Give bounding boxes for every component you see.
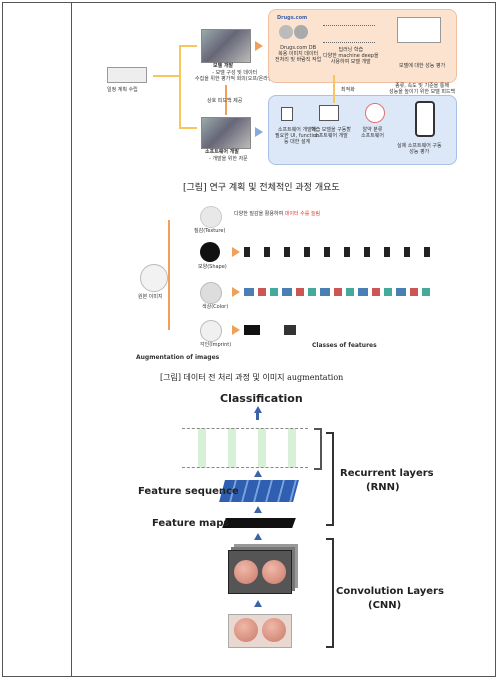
shape-label: 모양(Shape) — [198, 264, 227, 270]
pill-image-icon — [294, 25, 308, 39]
rnn-label: (RNN) — [366, 482, 400, 493]
rnn-group-bracket — [326, 432, 334, 526]
classes-label: Classes of features — [312, 342, 377, 349]
shape-samples — [244, 247, 430, 257]
augment-note: 다양한 질감을 활용하여 데이터 수를 늘림 — [234, 211, 321, 217]
model-dev-title: 모델 개발 — [213, 63, 234, 69]
figure2-caption: [그림] 데이터 전 처리 과정 및 이미지 augmentation — [160, 373, 344, 382]
original-pill — [140, 264, 168, 292]
up-arrow-maps — [254, 533, 262, 540]
sw-dev-desc2: 학습 모델을 구동할 소프트웨어 개발 — [311, 127, 351, 139]
imprint-label: 각인(Imprint) — [200, 342, 232, 348]
input-pill-right — [262, 618, 286, 642]
imprint-samples — [244, 325, 324, 335]
cnn-label: (CNN) — [368, 600, 402, 611]
bracket-bottom — [179, 127, 197, 129]
convolution-label: Convolution Layers — [336, 586, 444, 597]
color-label: 색상(Color) — [202, 304, 229, 310]
dev-photo — [201, 117, 251, 149]
feedback-arrow — [225, 85, 227, 115]
imprint-arrow — [232, 325, 240, 335]
up-arrow-stem — [256, 412, 259, 420]
table-column-divider — [71, 2, 72, 677]
shape-arrow — [232, 247, 240, 257]
optimize-connector — [333, 75, 335, 103]
optimize-label: 최적화 — [341, 87, 355, 93]
drugs-db-desc: Drugs.com DB 복용 이미지 데이터 전처리 및 바람직 작업 — [275, 45, 322, 63]
eval-chart-icon — [397, 17, 441, 43]
checklist-icon — [281, 107, 293, 121]
recurrent-label: Recurrent layers — [340, 468, 434, 479]
texture-pill — [200, 206, 222, 228]
feature-sequence-label: Feature sequence — [138, 486, 239, 497]
cnn-group-bracket — [326, 538, 334, 648]
eval-label: 모델에 대한 성능 평가 — [399, 63, 446, 69]
model-dev-desc: - 모델 구성 및 데이터 수집을 위한 평가적 회의(오프/온라인) — [195, 70, 275, 82]
sw-test-desc: 실제 소프트웨어 구동 성능 평가 — [397, 143, 442, 155]
augmentation-label: Augmentation of images — [136, 354, 220, 361]
monitor-icon — [319, 105, 339, 121]
figure-crnn: Classification Feature sequence Feature … — [130, 388, 460, 660]
up-arrow-seq — [254, 506, 262, 513]
phone-icon — [415, 101, 435, 137]
sw-dev-desc: - 개발을 위한 자문 — [209, 156, 248, 162]
bracket-vertical — [179, 45, 181, 129]
pill-badge-icon — [365, 103, 385, 123]
dl-model-desc: 딥러닝 학습 다양한 machine deep을 사용하여 모델 개발 — [323, 47, 379, 65]
recommend-label: 종류, 속도 및 기준을 통해 성능을 높이기 위한 모델 피드백 — [389, 83, 456, 95]
pill-image-right — [262, 560, 286, 584]
drugs-logo: Drugs.com — [277, 15, 308, 21]
branch-lines — [168, 220, 198, 330]
bracket-line — [153, 75, 179, 77]
imprint-pill — [200, 320, 222, 342]
up-arrow-rnn — [254, 470, 262, 477]
up-arrow-head — [254, 406, 262, 413]
original-label: 원본 이미지 — [138, 294, 163, 300]
feature-maps-plate — [222, 518, 296, 528]
rnn-cells — [182, 428, 308, 468]
figure1-caption: [그림] 연구 계획 및 전체적인 과정 개요도 — [183, 183, 340, 193]
pill-classifier-label: 알약 분류 소프트웨어 — [361, 127, 385, 139]
feature-maps-label: Feature maps — [152, 518, 230, 529]
rnn-bracket — [314, 428, 322, 470]
figure-augmentation: 원본 이미지 질감(Texture) 다양한 질감을 활용하여 데이터 수를 늘… — [132, 200, 452, 370]
feedback-label: 상호 피드백 제공 — [207, 98, 243, 104]
plan-label: 일정 계획 수립 — [107, 87, 138, 93]
color-arrow — [232, 287, 240, 297]
pill-image-left — [234, 560, 258, 584]
texture-label: 질감(Texture) — [194, 228, 226, 234]
color-samples — [244, 288, 430, 296]
meeting-photo — [201, 29, 251, 63]
plan-document-thumb — [107, 67, 147, 83]
classification-title: Classification — [220, 392, 303, 405]
color-pill — [200, 282, 222, 304]
pill-image-icon — [279, 25, 293, 39]
up-arrow-input — [254, 600, 262, 607]
figure-process-overview: 일정 계획 수립 모델 개발 - 모델 구성 및 데이터 수집을 위한 평가적 … — [101, 5, 461, 175]
sw-dev-title: 소프트웨어 개발 — [205, 149, 239, 155]
model-track-arrow — [255, 41, 263, 51]
network-icon — [323, 25, 375, 43]
shape-pill — [200, 242, 220, 262]
input-pill-left — [234, 618, 258, 642]
sw-design-desc: 소프트웨어 개발에 필요한 UI, function 등 대한 설계 — [275, 127, 320, 145]
software-track-arrow — [255, 127, 263, 137]
bracket-top — [179, 45, 197, 47]
